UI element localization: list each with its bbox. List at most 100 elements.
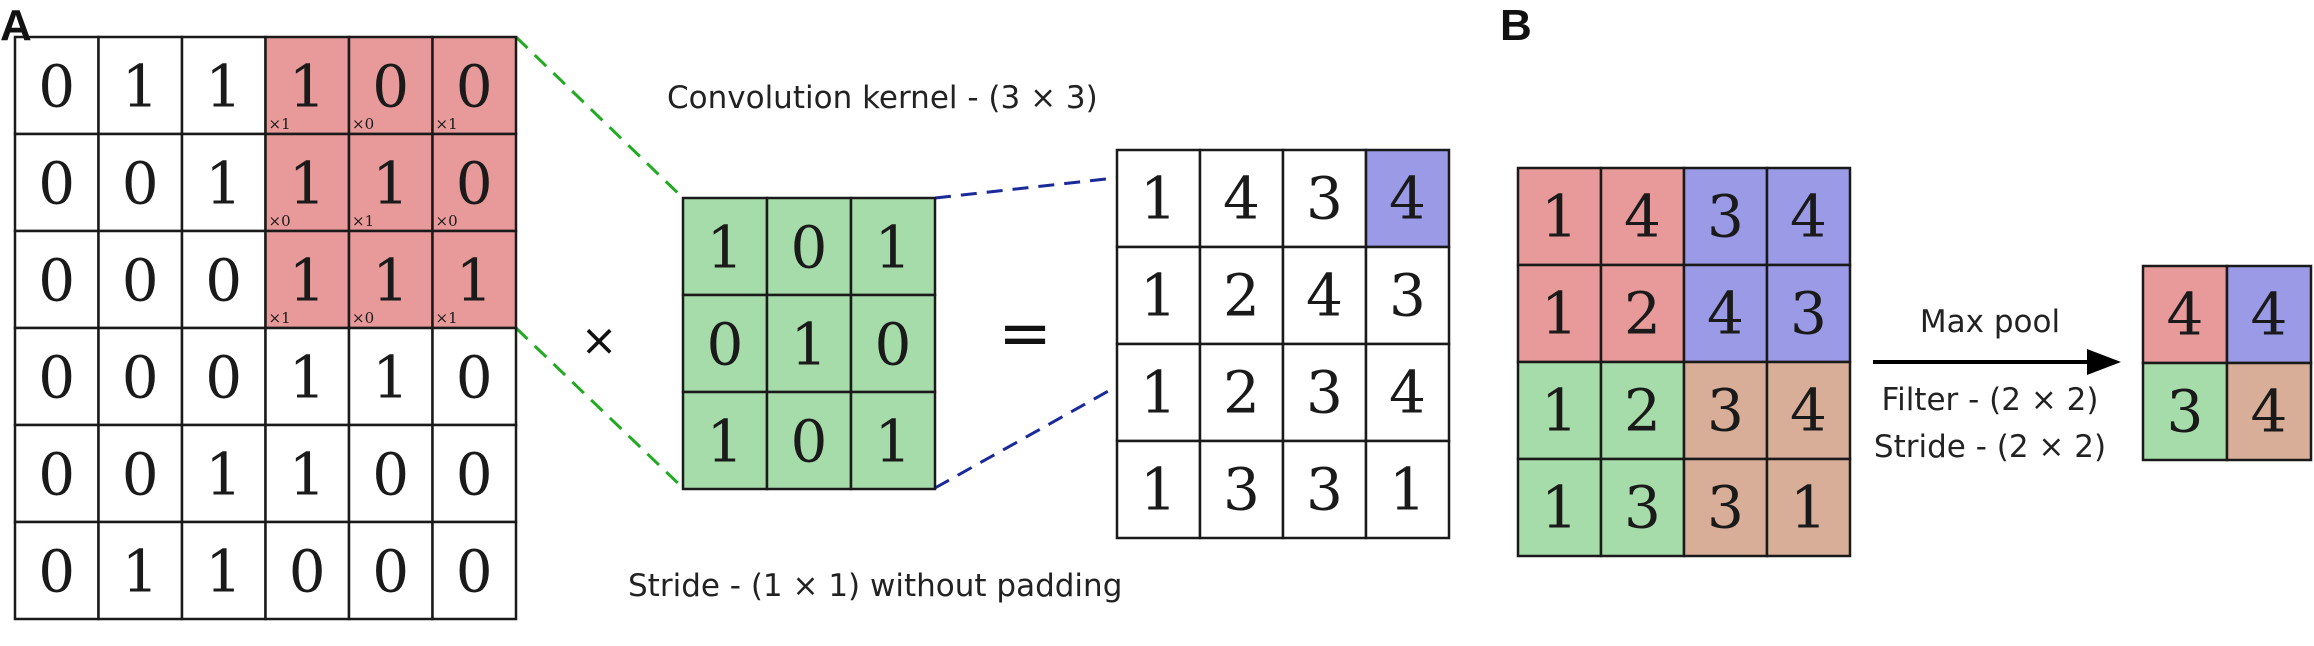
feature-map-cell bbox=[1281, 439, 1368, 540]
pool-input-cell bbox=[1765, 166, 1852, 267]
feature-map-value: 3 bbox=[1306, 359, 1343, 427]
input-cell bbox=[13, 229, 100, 330]
kernel-value: 0 bbox=[707, 310, 744, 378]
feature-map-cell bbox=[1115, 342, 1202, 443]
input-cell bbox=[97, 423, 184, 524]
pool-output-value: 3 bbox=[2167, 378, 2204, 446]
pool-input-value: 2 bbox=[1624, 377, 1661, 445]
pool-input-cell bbox=[1682, 263, 1769, 364]
feature-map-value: 3 bbox=[1223, 456, 1260, 524]
feature-map-value: 4 bbox=[1389, 359, 1426, 427]
kernel-weight-label: ×1 bbox=[269, 309, 291, 327]
input-value: 0 bbox=[38, 246, 75, 314]
feature-map-value: 3 bbox=[1306, 165, 1343, 233]
dashed-connector-line bbox=[514, 35, 685, 200]
kernel-cell bbox=[765, 293, 853, 394]
feature-map-cell bbox=[1115, 245, 1202, 346]
input-cell bbox=[347, 326, 434, 427]
input-cell bbox=[180, 229, 267, 330]
input-cell bbox=[347, 423, 434, 524]
feature-map-value: 3 bbox=[1306, 456, 1343, 524]
kernel-value: 1 bbox=[707, 213, 744, 281]
input-cell bbox=[180, 132, 267, 233]
input-cell bbox=[97, 229, 184, 330]
pool-input-value: 3 bbox=[1624, 474, 1661, 542]
input-cell bbox=[13, 326, 100, 427]
input-value: 0 bbox=[122, 246, 159, 314]
input-cell bbox=[13, 35, 100, 136]
filter-caption: Filter - (2 × 2) bbox=[1882, 382, 2099, 418]
feature-map-cell bbox=[1364, 148, 1451, 249]
input-cell bbox=[347, 520, 434, 621]
input-cell bbox=[13, 423, 100, 524]
feature-map-value: 4 bbox=[1223, 165, 1260, 233]
input-cell bbox=[97, 35, 184, 136]
input-value: 0 bbox=[38, 52, 75, 120]
pool-input-cell bbox=[1682, 166, 1769, 267]
pool-output-value: 4 bbox=[2251, 378, 2288, 446]
kernel-weight-label: ×0 bbox=[352, 115, 374, 133]
input-value: 1 bbox=[289, 440, 326, 508]
input-value: 0 bbox=[38, 440, 75, 508]
pool-input-value: 4 bbox=[1790, 183, 1827, 251]
feature-map-cell bbox=[1198, 439, 1285, 540]
pool-input-value: 3 bbox=[1707, 183, 1744, 251]
kernel-cell bbox=[765, 390, 853, 491]
feature-map-value: 3 bbox=[1389, 262, 1426, 330]
pool-output-cell bbox=[2225, 264, 2313, 365]
feature-map-value: 2 bbox=[1223, 262, 1260, 330]
stride-caption: Stride - (1 × 1) without padding bbox=[628, 568, 1122, 604]
pool-input-value: 3 bbox=[1707, 377, 1744, 445]
feature-map-value: 4 bbox=[1389, 165, 1426, 233]
pool-output-cell bbox=[2225, 361, 2313, 462]
input-value: 0 bbox=[372, 52, 409, 120]
feature-map-cell bbox=[1115, 148, 1202, 249]
input-value: 1 bbox=[122, 52, 159, 120]
pool-output-value: 4 bbox=[2167, 281, 2204, 349]
input-cell bbox=[180, 520, 267, 621]
equals-symbol: = bbox=[998, 297, 1052, 371]
input-value: 0 bbox=[456, 440, 493, 508]
input-value: 0 bbox=[456, 52, 493, 120]
kernel-weight-label: ×0 bbox=[352, 309, 374, 327]
kernel-value: 1 bbox=[875, 213, 912, 281]
pool-input-cell bbox=[1682, 457, 1769, 558]
input-value: 0 bbox=[372, 440, 409, 508]
input-cell bbox=[97, 132, 184, 233]
input-value: 1 bbox=[289, 246, 326, 314]
input-cell bbox=[264, 229, 351, 330]
input-value: 0 bbox=[38, 537, 75, 605]
input-cell bbox=[13, 520, 100, 621]
kernel-cell bbox=[681, 390, 769, 491]
input-value: 1 bbox=[122, 537, 159, 605]
kernel-weight-label: ×0 bbox=[436, 212, 458, 230]
kernel-value: 1 bbox=[875, 407, 912, 475]
max-pool-arrow-head-icon bbox=[2087, 349, 2121, 375]
input-cell bbox=[180, 326, 267, 427]
kernel-weight-label: ×1 bbox=[436, 115, 458, 133]
kernel-value: 1 bbox=[791, 310, 828, 378]
input-cell bbox=[431, 229, 518, 330]
pool-input-cell bbox=[1682, 360, 1769, 461]
feature-map-cell bbox=[1281, 245, 1368, 346]
multiply-symbol: × bbox=[581, 315, 618, 366]
pool-input-value: 1 bbox=[1790, 474, 1827, 542]
input-value: 0 bbox=[122, 343, 159, 411]
input-value: 1 bbox=[456, 246, 493, 314]
feature-map-cell bbox=[1198, 342, 1285, 443]
input-value: 0 bbox=[205, 343, 242, 411]
pool-input-value: 1 bbox=[1541, 474, 1578, 542]
kernel-value: 1 bbox=[707, 407, 744, 475]
pool-input-value: 4 bbox=[1707, 280, 1744, 348]
kernel-value: 0 bbox=[791, 213, 828, 281]
feature-map-cell bbox=[1115, 439, 1202, 540]
kernel-cell bbox=[765, 196, 853, 297]
panel-a-label: A bbox=[0, 1, 32, 50]
pool-input-cell bbox=[1516, 166, 1603, 267]
input-value: 1 bbox=[289, 149, 326, 217]
feature-map-cell bbox=[1198, 245, 1285, 346]
pool-input-cell bbox=[1765, 457, 1852, 558]
input-value: 1 bbox=[205, 537, 242, 605]
